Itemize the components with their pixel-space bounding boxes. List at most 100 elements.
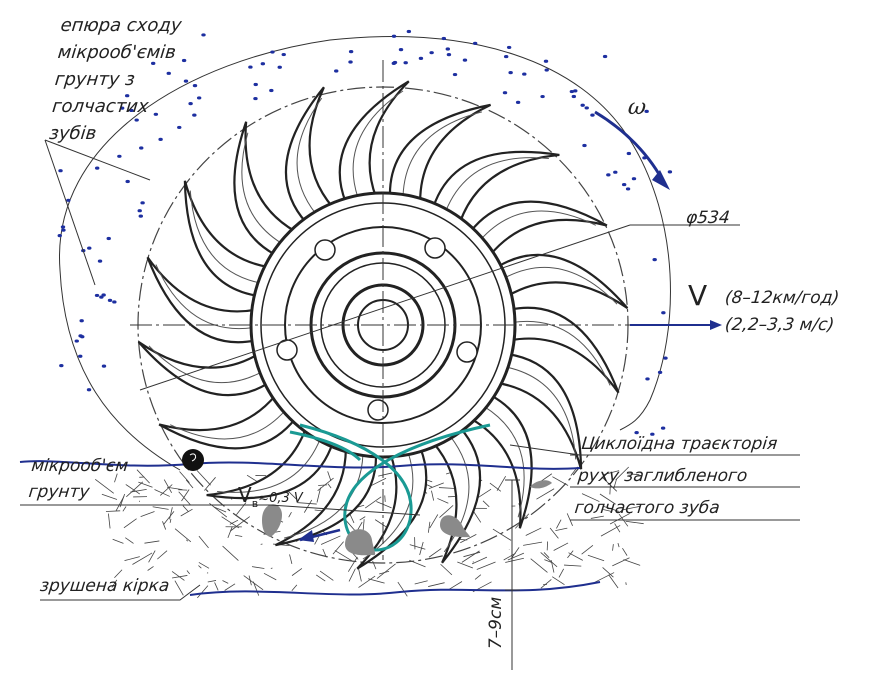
soil-crack [227, 526, 233, 539]
soil-crack [319, 570, 334, 581]
soil-dot [80, 335, 85, 339]
soil-crack [169, 518, 172, 523]
soil-dot [348, 60, 353, 64]
soil-crack [291, 584, 298, 592]
needle-teeth [137, 80, 629, 570]
soil-crack [593, 572, 615, 583]
soil-dot [59, 364, 64, 368]
soil-crack [204, 477, 216, 491]
tooth [274, 447, 378, 547]
soil-dot [663, 356, 668, 360]
soil-crack [108, 513, 111, 529]
tooth [285, 86, 334, 224]
soil-dot [188, 102, 193, 106]
soil-crack [163, 479, 173, 493]
omega-label: ω [626, 95, 648, 120]
soil-crack [428, 548, 442, 558]
soil-crack [171, 575, 188, 579]
soil-dot [398, 48, 404, 52]
soil-crack [471, 556, 488, 565]
soil-crack [303, 499, 313, 513]
soil-crack [140, 511, 155, 518]
soil-dot [94, 166, 100, 170]
soil-dot [106, 236, 111, 241]
soil-crack [457, 561, 474, 569]
soil-dot [153, 112, 159, 116]
soil-dot [87, 246, 92, 250]
soil-crack [144, 540, 160, 544]
soil-microvolume-dots [57, 29, 673, 436]
soil-crack [252, 581, 260, 596]
soil-crack [617, 543, 620, 548]
soil-dot [625, 187, 631, 191]
tooth [496, 352, 583, 470]
soil-crack [409, 544, 426, 550]
soil-dot [446, 53, 452, 57]
soil-dot [248, 65, 253, 69]
soil-dot [97, 259, 103, 263]
soil-crack [157, 550, 168, 560]
soil-dot [112, 300, 117, 304]
soil-crack [599, 493, 616, 505]
tooth [233, 121, 297, 257]
soil-crack [540, 552, 558, 568]
soil-crack [505, 557, 524, 563]
soil-dot [117, 154, 122, 158]
soil-crack [492, 528, 512, 541]
soil-crack [609, 513, 630, 525]
soil-crack [207, 580, 217, 583]
tooth [469, 393, 533, 529]
soil-crack [95, 479, 114, 494]
soil-dot [634, 431, 639, 435]
soil-crack [182, 505, 189, 513]
soil-dot [602, 54, 608, 59]
soil-crack [612, 557, 630, 567]
soil-crack [334, 550, 354, 563]
soil-dot [134, 118, 139, 122]
soil-dot [544, 68, 549, 72]
soil-crack [315, 574, 326, 582]
soil-crack [167, 486, 183, 491]
crust-label: зрушена кірка [38, 576, 171, 596]
soil-dot [158, 137, 163, 141]
soil-dot [580, 103, 585, 107]
tooth [388, 103, 492, 203]
soil-crack [154, 489, 170, 497]
soil-crack [318, 484, 328, 486]
soil-crack [449, 581, 463, 590]
soil-crack [608, 574, 619, 589]
soil-crack [553, 542, 569, 551]
soil-crack [602, 470, 620, 476]
soil-crack [221, 516, 240, 529]
soil-crack [291, 568, 303, 576]
soil-crack [198, 565, 202, 569]
soil-dot [392, 60, 398, 65]
soil-dot [166, 71, 171, 75]
soil-dot [569, 89, 575, 94]
soil-dot [334, 69, 339, 73]
diameter-label: φ534 [684, 208, 731, 228]
soil-crack [214, 582, 219, 591]
soil-crack [317, 477, 334, 492]
soil-crack [197, 585, 209, 599]
soil-crack [347, 556, 358, 572]
soil-dot [94, 293, 100, 298]
soil-dot [57, 234, 62, 238]
soil-clods [262, 480, 552, 556]
soil-dot [270, 50, 275, 54]
soil-dot [79, 319, 84, 323]
microvolume-clod-icon [182, 449, 204, 471]
soil-dot [269, 88, 274, 93]
soil-crack [612, 544, 614, 551]
soil-crack [374, 519, 388, 528]
leader-lines [20, 139, 800, 670]
soil-crack [224, 583, 236, 591]
soil-crack [530, 558, 548, 573]
soil-crack [614, 523, 621, 533]
soil-dot [445, 47, 451, 51]
soil-dot [418, 56, 424, 60]
soil-dot [503, 54, 509, 59]
soil-crack [185, 539, 189, 542]
soil-crack [169, 507, 173, 520]
